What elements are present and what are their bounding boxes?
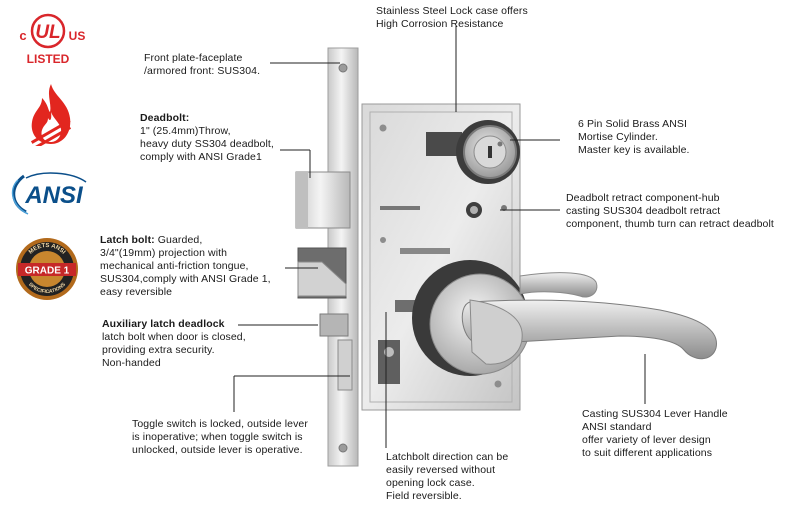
annotation-retract-line2: casting SUS304 deadbolt retract xyxy=(566,205,721,217)
annotation-retract: Deadbolt retract component-hub casting S… xyxy=(566,192,774,231)
annotation-lever-line4: to suit different applications xyxy=(582,447,713,459)
ul-mark: UL xyxy=(35,22,60,43)
annotation-latch-line2: mechanical anti-friction tongue, xyxy=(100,260,249,272)
annotation-deadbolt-line2: heavy duty SS304 deadbolt, xyxy=(140,138,274,150)
lever-handle xyxy=(461,272,717,365)
annotation-lever-line2: ANSI standard xyxy=(582,421,652,433)
annotation-latch-title: Latch bolt: xyxy=(100,234,155,246)
annotation-deadbolt-line3: comply with ANSI Grade1 xyxy=(140,151,262,163)
annotation-auxiliary-line3: Non-handed xyxy=(102,357,161,369)
annotation-lever-line3: offer variety of lever design xyxy=(582,434,711,446)
annotation-direction-line4: Field reversible. xyxy=(386,490,462,502)
annotation-deadbolt-title: Deadbolt: xyxy=(140,112,190,124)
annotation-auxiliary-title: Auxiliary latch deadlock xyxy=(102,318,225,330)
annotation-toggle-line2: is inoperative; when toggle switch is xyxy=(132,431,303,443)
annotation-stainless-line1: Stainless Steel Lock case offers xyxy=(376,5,528,17)
annotation-latch-bolt: Latch bolt: Guarded, 3/4"(19mm) projecti… xyxy=(100,234,271,299)
deadbolt xyxy=(295,171,351,229)
fire-rated-icon xyxy=(24,82,78,151)
annotation-toggle-switch: Toggle switch is locked, outside lever i… xyxy=(132,418,308,457)
annotation-direction-line2: easily reversed without xyxy=(386,464,496,476)
grade1-seal: MEETS ANSI GRADE 1 SPECIFICATIONS xyxy=(14,236,80,302)
latch-bolt xyxy=(297,247,347,299)
auxiliary-latch xyxy=(319,313,349,337)
annotation-front-plate-line1: Front plate-faceplate xyxy=(144,52,243,64)
annotation-front-plate-line2: /armored front: SUS304. xyxy=(144,65,261,77)
grade1-seal-mid-text: GRADE 1 xyxy=(25,266,70,277)
ul-c-mark: c xyxy=(19,28,26,43)
ul-us-mark: US xyxy=(69,29,86,43)
annotation-toggle-line3: unlocked, outside lever is operative. xyxy=(132,444,303,456)
annotation-auxiliary-line1: latch bolt when door is closed, xyxy=(102,331,246,343)
annotation-cylinder: 6 Pin Solid Brass ANSI Mortise Cylinder.… xyxy=(578,118,690,157)
ansi-logo-text: ANSI xyxy=(24,182,84,209)
annotation-front-plate: Front plate-faceplate /armored front: SU… xyxy=(144,52,260,78)
annotation-direction-line1: Latchbolt direction can be xyxy=(386,451,509,463)
annotation-toggle-line1: Toggle switch is locked, outside lever xyxy=(132,418,308,430)
annotation-cylinder-line1: 6 Pin Solid Brass ANSI xyxy=(578,118,687,130)
leader-lines xyxy=(233,26,646,448)
annotation-cylinder-line2: Mortise Cylinder. xyxy=(578,131,658,143)
annotation-latch-line3: SUS304,comply with ANSI Grade 1, xyxy=(100,273,271,285)
annotation-lever-line1: Casting SUS304 Lever Handle xyxy=(582,408,728,420)
ansi-logo: ANSI xyxy=(6,168,94,218)
annotation-cylinder-line3: Master key is available. xyxy=(578,144,690,156)
annotation-latch-line1: 3/4"(19mm) projection with xyxy=(100,247,228,259)
annotation-stainless-line2: High Corrosion Resistance xyxy=(376,18,504,30)
retract-hub xyxy=(466,202,507,218)
annotation-auxiliary-latch: Auxiliary latch deadlock latch bolt when… xyxy=(102,318,246,370)
annotation-deadbolt: Deadbolt: 1" (25.4mm)Throw, heavy duty S… xyxy=(140,112,274,164)
annotation-latch-title-row: Latch bolt: Guarded, xyxy=(100,234,271,247)
annotation-stainless-case: Stainless Steel Lock case offers High Co… xyxy=(376,5,528,31)
ul-listed-text: LISTED xyxy=(27,52,70,66)
mortise-cylinder xyxy=(456,120,520,184)
ul-listed-badge: UL c US LISTED xyxy=(8,8,92,70)
annotation-latch-line4: easy reversible xyxy=(100,286,173,298)
annotation-lever-handle: Casting SUS304 Lever Handle ANSI standar… xyxy=(582,408,728,460)
annotation-direction-line3: opening lock case. xyxy=(386,477,475,489)
annotation-latch-direction: Latchbolt direction can be easily revers… xyxy=(386,451,508,503)
annotation-latch-title-rest: Guarded, xyxy=(154,234,203,246)
annotation-retract-line3: component, thumb turn can retract deadbo… xyxy=(566,218,774,230)
annotation-auxiliary-line2: providing extra security. xyxy=(102,344,215,356)
annotation-retract-line1: Deadbolt retract component-hub xyxy=(566,192,720,204)
annotation-deadbolt-line1: 1" (25.4mm)Throw, xyxy=(140,125,231,137)
